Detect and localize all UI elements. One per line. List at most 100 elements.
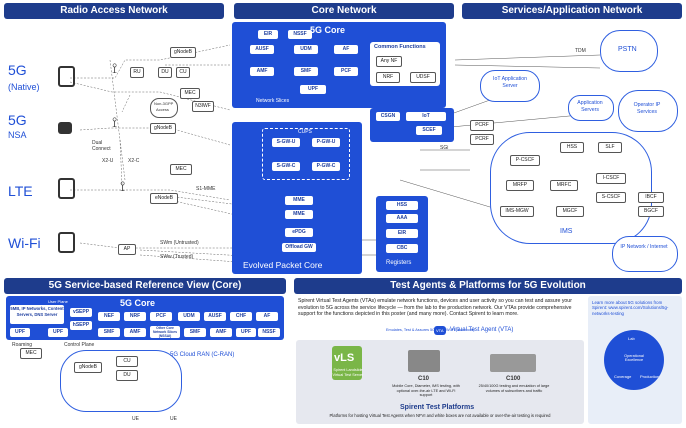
c100-device [490,354,536,372]
c100-desc: 25/40/100G testing and emulation of larg… [478,384,550,393]
non3gpp-cloud [150,98,178,118]
5g-core-title: 5G Core [310,25,346,35]
reg-eir: EIR [386,229,418,238]
node-ibcf: IBCF [638,192,664,203]
sba-pcf: PCF [150,312,172,321]
tower-icon: ⟟ [112,60,118,76]
node-scscf: S-CSCF [596,192,626,203]
vta-badge-label: VTA [436,328,444,333]
node-icscf: I-CSCF [596,173,626,184]
lifecycle-circle [604,330,664,390]
node-ru: RU [130,67,144,78]
node-gnodeb-top: gNodeB [170,47,196,58]
phone-icon [58,232,75,253]
registers-title: Registers [386,260,412,266]
label-uplane: User Plane [48,299,68,304]
node-offload-gw: Offload GW [282,243,316,252]
nf-ausf: AUSF [250,45,274,54]
label-untrusted: SWm (Untrusted) [160,240,199,246]
vls-sub: Spirent Landslide Virtual Test Server [332,368,364,377]
node-mrfc: MRFC [550,180,578,191]
sba-gnodeb: gNodeB [74,362,102,373]
node-pcscf: P-CSCF [510,155,540,166]
label-cups: CUPS [298,129,312,135]
operator-cloud [618,90,678,132]
label-5g-nsa: 5G [8,112,27,128]
node-ap: AP [118,244,136,255]
label-dual: Dual [92,140,103,146]
label-s1mme: S1-MME [196,186,216,192]
node-epdg: ePDG [285,228,313,237]
header-ran: Radio Access Network [4,3,224,19]
label-app-servers: Application Servers [577,100,603,113]
sba-du: DU [116,370,138,381]
label-connect: Connect [92,146,111,152]
tower-icon: ⟟ [112,114,118,130]
c10-device [408,350,440,372]
lifecycle-production: Production [640,374,660,379]
sba-nssf: NSSF [258,328,280,337]
node-mme-2: MME [285,210,313,219]
sba-core-title: 5G Core [120,298,156,308]
pstn-cloud [600,30,658,72]
sba-smf-2: SMF [184,328,206,337]
lifecycle-lab: Lab [628,336,635,341]
node-csgn: CSGN [376,112,400,121]
house-icon [58,122,72,134]
test-emulates: Emulates, Test & Assures 5G, LTE, Wi-Fi … [386,328,475,332]
nf-udm: UDM [294,45,318,54]
label-roaming: Roaming [12,342,33,348]
sba-upf-left: UPF [10,328,30,337]
label-cran: 5G Cloud RAN (C-RAN) [170,352,235,358]
label-x2u: X2-U [102,158,114,164]
node-pcrf-1: PCRF [470,120,494,131]
node-mec-lte: MEC [170,164,192,175]
app-servers-cloud [568,95,614,121]
lifecycle-coverage: Coverage [614,374,632,379]
nf-nssf: NSSF [288,30,312,39]
platforms-title: Spirent Test Platforms [400,404,475,411]
nf-eir: EIR [258,30,278,39]
sba-cu: CU [116,356,138,367]
node-iot: IoT [406,112,446,121]
sba-af: AF [256,312,278,321]
label-trusted: SWw (Trusted) [160,254,194,260]
ipnet-cloud [612,236,678,272]
nf-pcf: PCF [334,67,358,76]
label-ims: IMS [560,228,573,235]
nf-amf: AMF [250,67,274,76]
node-mec-top: MEC [180,88,200,99]
label-tdm: TDM [575,48,586,54]
nf-upf: UPF [300,85,326,94]
node-mgcf: MGCF [556,206,584,217]
vls-card [332,346,362,380]
node-du: DU [158,67,172,78]
label-access: Access [156,107,169,112]
label-iot-server: IoT Application Server [493,76,527,89]
label-slices: Network Slices [256,98,290,104]
label-operator: Operator IP Services [633,102,661,115]
c10-desc: Mobile Core, Diameter, IMS testing, with… [392,384,460,398]
tower-icon: ⟟ [120,178,126,194]
node-n3iwf: N3IWF [192,101,214,112]
node-pgwc: P-GW-C [312,162,340,171]
label-native: (Native) [8,82,40,92]
vta-label: Virtual Test Agent (VTA) [450,327,514,333]
nf-any: Any NF [376,56,402,67]
iot-server-cloud [480,70,540,102]
vls-text: vLS [334,352,355,364]
node-pcrf-2: PCRF [470,134,494,145]
nf-af: AF [334,45,358,54]
node-ims-mgw: IMS-MGW [500,206,534,217]
label-pstn: PSTN [618,46,637,53]
header-services: Services/Application Network [462,3,682,19]
learn-more: Learn more about 5G solutions from Spire… [592,300,669,316]
label-lte: LTE [8,183,33,199]
node-pgwu: P-GW-U [312,138,340,147]
epc-title: Evolved Packet Core [243,260,323,270]
c100-label: C100 [506,376,521,382]
sba-hsepp: hSEPP [70,321,92,330]
node-enodeb: eNodeB [150,193,178,204]
label-ue-2: UE [170,416,177,422]
label-ue-1: UE [132,416,139,422]
